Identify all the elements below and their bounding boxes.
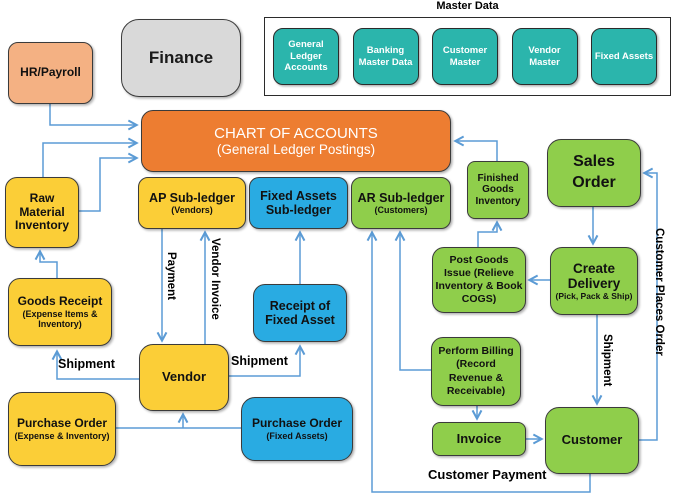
purchase-order-fixed-assets-title: Purchase Order [251, 415, 343, 430]
vendor-label: Vendor [161, 369, 207, 385]
shipment-fixed-asset-edge-label: Shipment [231, 354, 288, 368]
md-item-label: General Ledger Accounts [284, 39, 328, 74]
edge-pgi-to-fgi [477, 220, 503, 247]
edge-vendor-shipment-to-gr [51, 349, 139, 380]
sales-order-label: Sales Order [572, 153, 616, 191]
customer-places-order-edge-label: Customer Places Order [653, 228, 665, 356]
master-data-item-customer-master: Customer Master [432, 28, 498, 85]
purchase-order-expense-subtitle: (Expense & Inventory) [14, 430, 110, 441]
perform-billing-label: Perform Billing (Record Revenue & Receiv… [438, 345, 514, 397]
master-data-item-fixed-assets: Fixed Assets [591, 28, 657, 85]
master-data-item-general-ledger-accounts: General Ledger Accounts [273, 28, 339, 85]
edge-rmi-top-to-coa [42, 137, 139, 177]
edge-billing-to-ar [394, 230, 431, 371]
edge-rmi-right-to-coa [79, 152, 139, 212]
purchase-order-fixed-assets-box: Purchase Order (Fixed Assets) [241, 397, 353, 461]
ap-subledger-title: AP Sub-ledger [149, 190, 235, 205]
invoice-box: Invoice [432, 422, 526, 456]
fixed-assets-subledger-title: Fixed Assets Sub-ledger [260, 188, 337, 217]
finished-goods-inventory-label: Finished Goods Inventory [475, 172, 521, 207]
md-item-label: Banking Master Data [358, 45, 413, 68]
create-delivery-title: Create Delivery [567, 260, 621, 292]
finished-goods-inventory-box: Finished Goods Inventory [467, 161, 529, 219]
md-item-label: Vendor Master [528, 45, 561, 68]
post-goods-issue-label: Post Goods Issue (Relieve Inventory & Bo… [435, 253, 523, 306]
customer-payment-edge-label: Customer Payment [428, 467, 547, 482]
chart-of-accounts-title: CHART OF ACCOUNTS [214, 124, 378, 142]
finance-box: Finance [121, 19, 241, 97]
chart-of-accounts-box: CHART OF ACCOUNTS (General Ledger Postin… [141, 110, 451, 172]
edge-customer-places-order-to-so [639, 167, 658, 441]
ap-subledger-box: AP Sub-ledger (Vendors) [138, 177, 246, 229]
master-data-item-vendor-master: Vendor Master [511, 28, 578, 85]
payment-edge-label: Payment [165, 252, 177, 300]
shipment-delivery-edge-label: Shipment [601, 334, 613, 387]
receipt-of-fixed-asset-label: Receipt of Fixed Asset [265, 298, 335, 327]
vendor-invoice-edge-label: Vendor Invoice [209, 238, 221, 320]
hr-payroll-label: HR/Payroll [20, 65, 81, 80]
ap-subledger-subtitle: (Vendors) [171, 205, 213, 216]
master-data-item-banking-master-data: Banking Master Data [352, 28, 419, 85]
ar-subledger-subtitle: (Customers) [374, 205, 428, 216]
perform-billing-box: Perform Billing (Record Revenue & Receiv… [431, 337, 521, 406]
create-delivery-subtitle: (Pick, Pack & Ship) [555, 290, 633, 301]
edge-gr-to-rmi [34, 249, 58, 278]
finance-label: Finance [148, 48, 214, 68]
edge-fgi-to-coa [453, 135, 498, 161]
ar-subledger-title: AR Sub-ledger [357, 190, 445, 205]
purchase-order-fixed-assets-subtitle: (Fixed Assets) [266, 430, 328, 441]
goods-receipt-subtitle: (Expense Items & Inventory) [22, 308, 98, 329]
receipt-of-fixed-asset-box: Receipt of Fixed Asset [253, 284, 347, 342]
fixed-assets-subledger-box: Fixed Assets Sub-ledger [249, 177, 348, 229]
customer-label: Customer [561, 432, 623, 448]
md-item-label: Customer Master [442, 45, 488, 68]
purchase-order-expense-title: Purchase Order [16, 415, 108, 430]
master-data-title: Master Data [436, 0, 499, 12]
post-goods-issue-box: Post Goods Issue (Relieve Inventory & Bo… [432, 247, 526, 313]
md-item-label: Fixed Assets [594, 50, 654, 62]
vendor-box: Vendor [139, 344, 229, 411]
goods-receipt-title: Goods Receipt [17, 293, 103, 308]
chart-of-accounts-subtitle: (General Ledger Postings) [216, 141, 376, 157]
sales-order-box: Sales Order [547, 139, 641, 207]
master-data-frame: General Ledger Accounts Banking Master D… [264, 17, 671, 96]
raw-material-inventory-label: Raw Material Inventory [14, 190, 69, 233]
create-delivery-box: Create Delivery (Pick, Pack & Ship) [550, 247, 638, 315]
edge-vendor-shipment-to-rofa [229, 344, 306, 377]
goods-receipt-box: Goods Receipt (Expense Items & Inventory… [8, 278, 112, 346]
shipment-goods-receipt-edge-label: Shipment [58, 357, 115, 371]
invoice-label: Invoice [456, 430, 502, 446]
purchase-order-expense-box: Purchase Order (Expense & Inventory) [8, 392, 116, 466]
edge-customer-payment-to-ar [366, 230, 591, 493]
edge-hr-to-coa [49, 104, 139, 131]
customer-box: Customer [545, 407, 639, 474]
ar-subledger-box: AR Sub-ledger (Customers) [351, 177, 451, 229]
raw-material-inventory-box: Raw Material Inventory [5, 177, 79, 248]
hr-payroll-box: HR/Payroll [8, 42, 93, 104]
